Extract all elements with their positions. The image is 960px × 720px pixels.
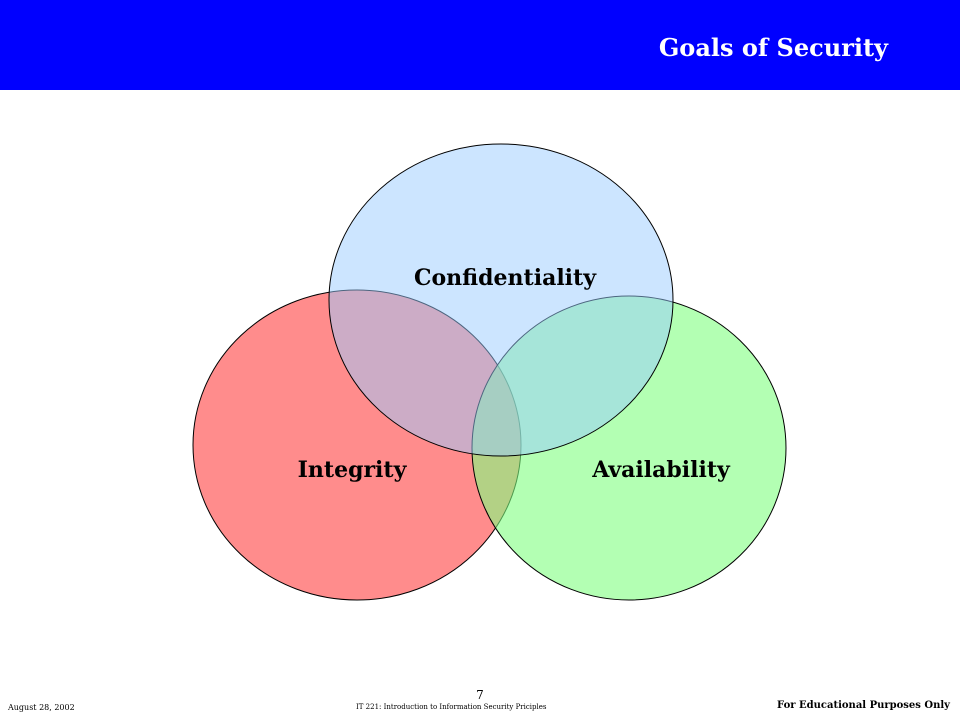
confidentiality-label: Confidentiality — [414, 265, 597, 291]
footer-course: IT 221: Introduction to Information Secu… — [356, 703, 547, 711]
footer-notice: For Educational Purposes Only — [777, 700, 950, 711]
availability-label: Availability — [591, 457, 731, 483]
slide-title: Goals of Security — [658, 33, 888, 62]
confidentiality-circle — [328, 143, 674, 457]
header-bar: Goals of Security — [0, 0, 960, 90]
page-number: 7 — [476, 688, 484, 702]
integrity-label: Integrity — [298, 457, 408, 483]
footer-date: August 28, 2002 — [8, 703, 75, 712]
